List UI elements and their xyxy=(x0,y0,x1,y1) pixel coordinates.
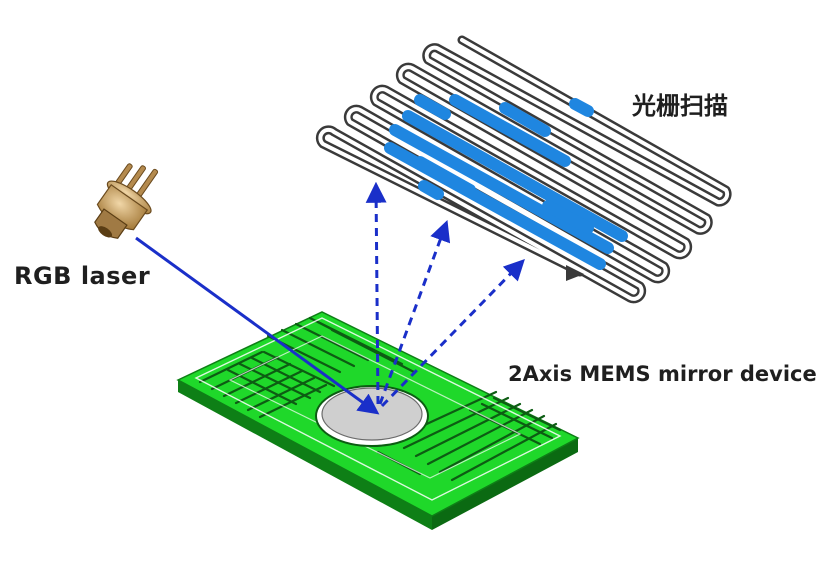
mems-device-label: 2Axis MEMS mirror device xyxy=(508,362,817,386)
raster-scan-label: 光栅扫描 xyxy=(632,92,728,120)
raster-scan-pattern xyxy=(315,35,732,304)
laser-diode-icon xyxy=(94,163,159,239)
incoming-laser-beam xyxy=(135,236,380,415)
rgb-laser-label: RGB laser xyxy=(14,262,151,290)
scan-path-core xyxy=(318,38,730,301)
reflected-beam-2 xyxy=(378,220,451,405)
reflected-beam-1 xyxy=(365,181,387,405)
scan-highlights xyxy=(384,94,628,270)
mems-mirror-icon xyxy=(315,385,429,447)
reflected-beams xyxy=(365,181,525,408)
reflected-beam-3 xyxy=(380,258,525,408)
scan-end-arrow xyxy=(566,265,584,281)
